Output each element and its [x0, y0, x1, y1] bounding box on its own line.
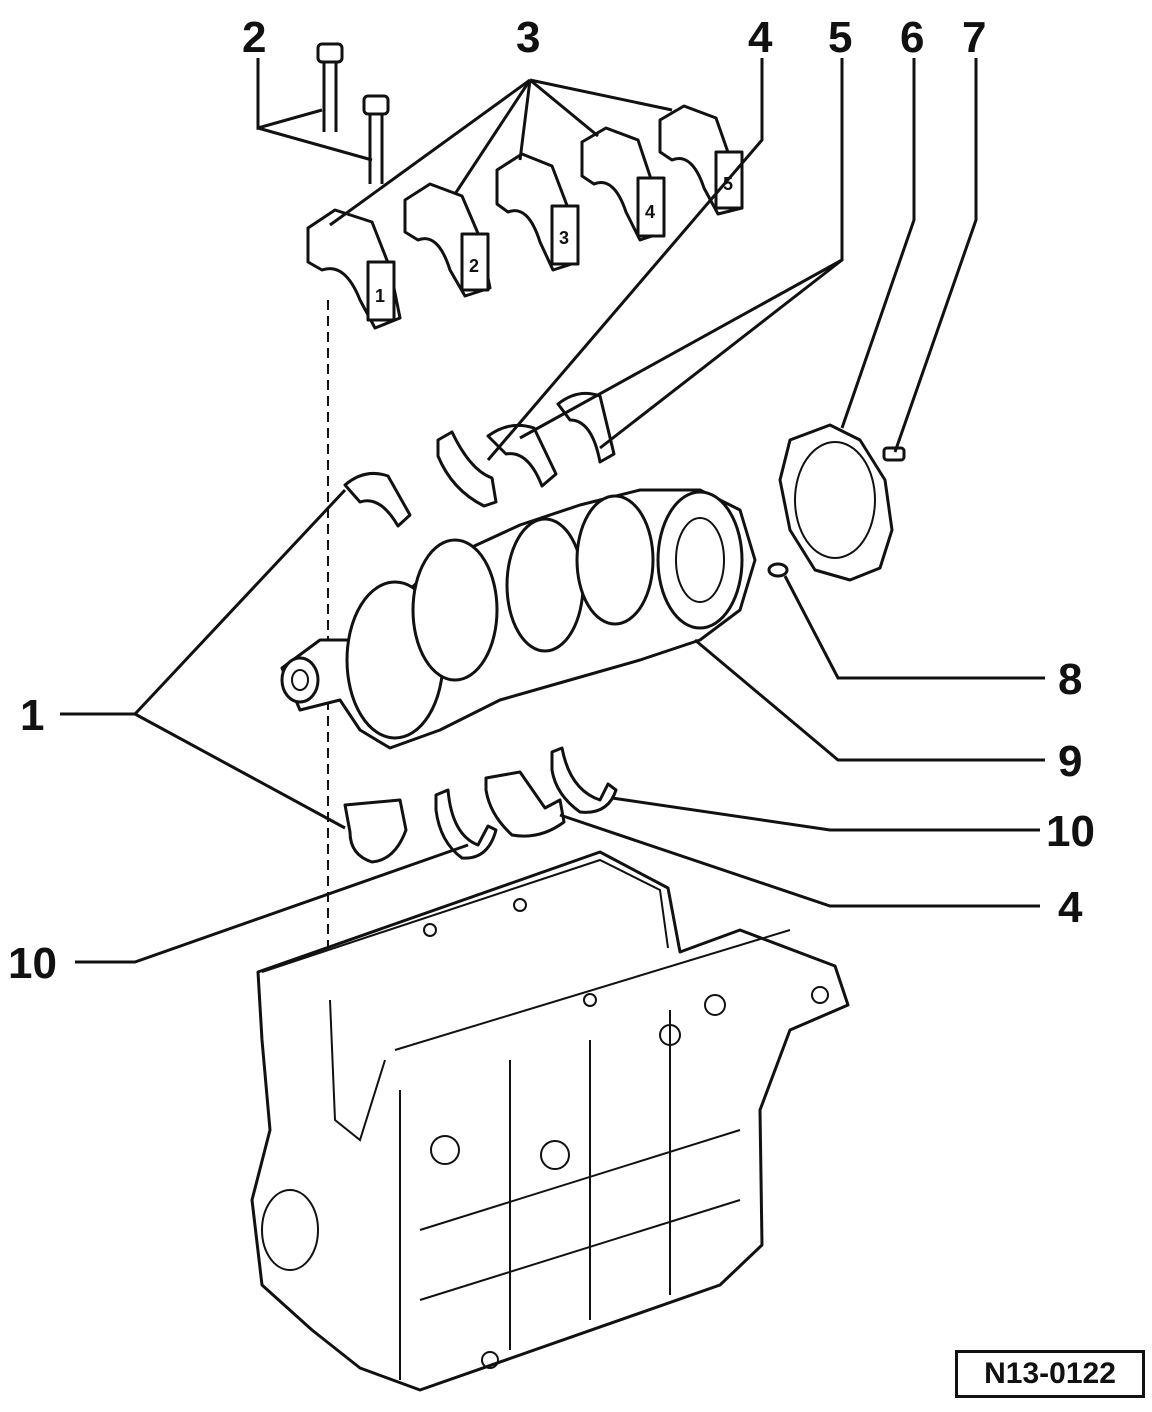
callout-4-top: 4	[748, 13, 773, 62]
leader-lines	[60, 58, 1045, 964]
dowel-pin	[767, 562, 789, 578]
figure-reference-code: N13-0122	[984, 1357, 1116, 1390]
callout-5: 5	[828, 13, 852, 62]
bearing-cap-3: 3	[495, 152, 580, 272]
cap-number-5: 5	[723, 174, 733, 194]
bearing-cap-4: 4	[580, 126, 666, 242]
bolts	[316, 42, 390, 184]
bearing-cap-5: 5	[658, 104, 744, 216]
cap-number-1: 1	[375, 286, 385, 306]
figure-reference-box: N13-0122	[955, 1350, 1145, 1398]
bearing-cap-1: 1	[306, 208, 402, 330]
crankshaft	[280, 488, 757, 750]
sender-wheel	[778, 423, 894, 582]
cap-number-2: 2	[469, 256, 479, 276]
callout-8: 8	[1058, 655, 1082, 704]
bearing-caps: 1 2 3 4 5	[306, 104, 744, 330]
callout-3: 3	[516, 13, 540, 62]
callout-labels: 2 3 4 5 6 7 1 8 9 10 4 10	[8, 13, 1095, 988]
bearing-cap-2: 2	[403, 182, 492, 298]
cap-number-4: 4	[645, 202, 655, 222]
callout-4-bottom: 4	[1058, 883, 1083, 932]
sender-wheel-bolt	[882, 446, 906, 462]
callout-7: 7	[962, 13, 986, 62]
callout-10-right: 10	[1046, 807, 1095, 856]
callout-10-left: 10	[8, 939, 57, 988]
callout-6: 6	[900, 13, 924, 62]
lower-bearing-shells	[343, 746, 618, 864]
callout-2: 2	[242, 13, 266, 62]
cylinder-block	[250, 850, 850, 1392]
cap-number-3: 3	[559, 228, 569, 248]
callout-9: 9	[1058, 737, 1082, 786]
callout-1: 1	[20, 691, 44, 740]
